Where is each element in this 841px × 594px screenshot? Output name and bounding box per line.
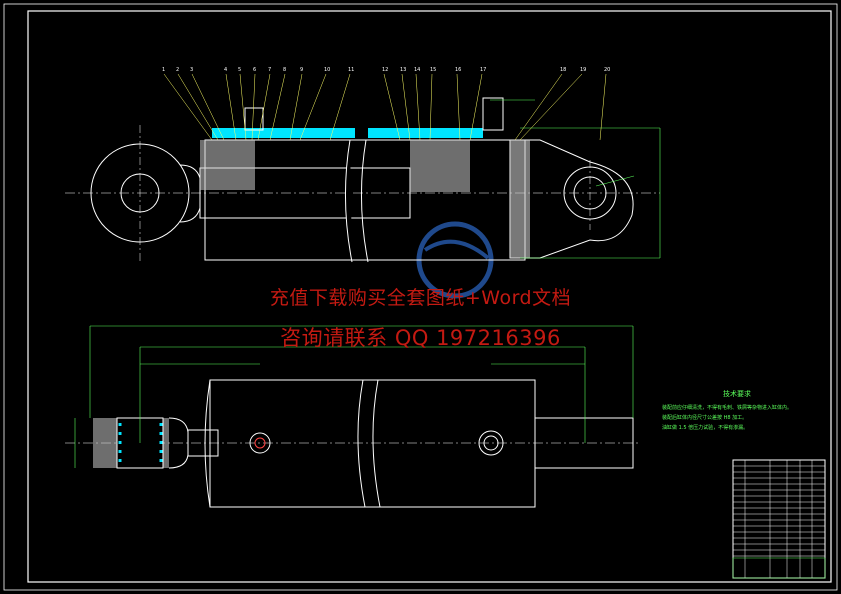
leader-line	[429, 73, 433, 141]
part-label: 19	[580, 67, 586, 73]
tech-requirement-3: 油缸做 1.5 倍压力试验，不得有渗漏。	[662, 425, 749, 431]
part-label: 13	[400, 67, 406, 73]
outer-border	[3, 3, 838, 591]
inner-border	[27, 10, 832, 583]
part-label: 16	[455, 67, 461, 73]
top-view	[65, 73, 661, 263]
port-right	[478, 430, 504, 456]
leader-line	[519, 73, 583, 141]
leader-line	[469, 73, 483, 141]
part-label: 10	[324, 67, 330, 73]
leader-line	[251, 73, 256, 141]
tech-requirement-2: 装配后缸体内径尺寸公差按 H8 加工。	[662, 415, 748, 421]
part-label: 9	[300, 67, 303, 73]
leader-line	[599, 73, 607, 141]
tech-requirement-1: 装配前应仔细清洗，不得有毛刺、铁屑等杂物进入缸体内。	[662, 405, 793, 411]
leader-line	[239, 73, 247, 141]
part-label: 15	[430, 67, 436, 73]
leader-line	[289, 73, 303, 141]
part-label: 2	[176, 67, 179, 73]
tech-requirements-title: 技术要求	[723, 390, 751, 398]
leader-line	[514, 73, 563, 141]
leader-line	[269, 73, 286, 141]
part-label: 6	[253, 67, 256, 73]
leader-line	[225, 73, 237, 141]
part-label: 5	[238, 67, 241, 73]
leader-line	[401, 73, 411, 141]
leader-line	[177, 73, 219, 141]
seal-strip-left	[212, 128, 355, 138]
leader-line	[415, 73, 421, 141]
gland-section	[200, 140, 255, 190]
part-label: 7	[268, 67, 271, 73]
title-block	[732, 459, 826, 579]
part-label: 17	[480, 67, 486, 73]
part-label: 3	[190, 67, 193, 73]
leader-line	[383, 73, 401, 141]
part-label: 4	[224, 67, 227, 73]
bottom-barrel	[209, 379, 536, 508]
piston-rod	[199, 167, 411, 219]
leader-line	[456, 73, 461, 141]
piston-section	[410, 140, 470, 192]
leader-line	[163, 73, 213, 141]
port-left	[249, 432, 271, 454]
part-label: 1	[162, 67, 165, 73]
part-label: 20	[604, 67, 610, 73]
leader-line	[257, 73, 271, 141]
part-label: 8	[283, 67, 286, 73]
seal-strip-right	[368, 128, 483, 138]
part-label: 11	[348, 67, 354, 73]
watermark-line-2: 咨询请联系 QQ 197216396	[280, 326, 561, 350]
bottom-cap	[534, 417, 634, 469]
bottom-view	[65, 325, 640, 508]
end-cap	[509, 139, 634, 259]
part-label: 14	[414, 67, 420, 73]
leader-line	[329, 73, 351, 141]
leader-line	[299, 73, 327, 141]
part-label: 12	[382, 67, 388, 73]
part-label: 18	[560, 67, 566, 73]
watermark-line-1: 充值下载购买全套图纸+Word文档	[269, 287, 572, 309]
bottom-rod	[187, 429, 219, 457]
leader-line	[191, 73, 225, 141]
